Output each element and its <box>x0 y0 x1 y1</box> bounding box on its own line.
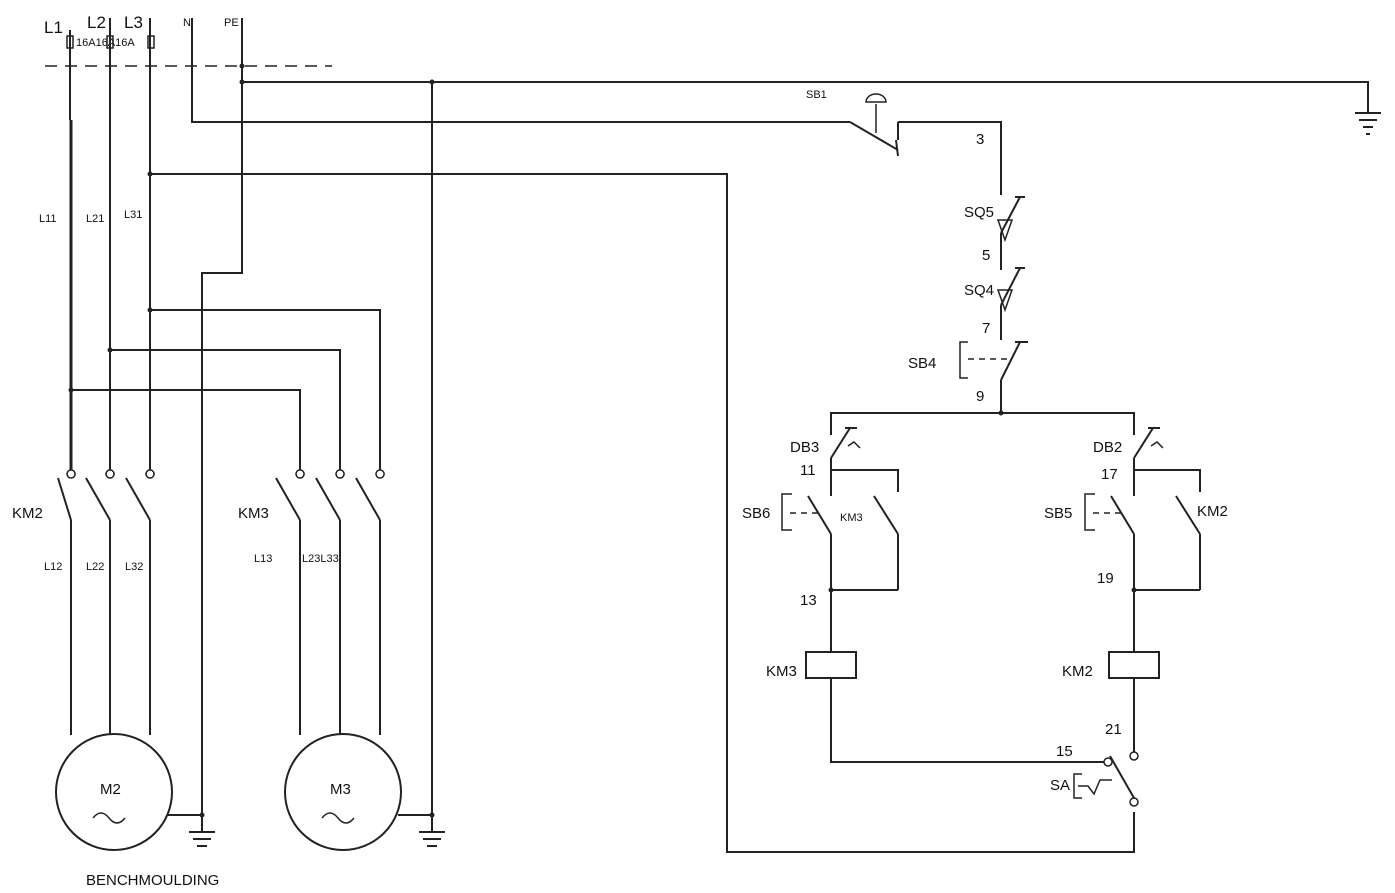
node-5: 5 <box>982 247 990 264</box>
sb5-start-button <box>1084 493 1135 535</box>
label-l31: L31 <box>124 209 142 221</box>
node-15: 15 <box>1056 743 1073 760</box>
label-l22: L22 <box>86 561 104 573</box>
km2-main-contacts <box>57 469 155 735</box>
label-l13: L13 <box>254 553 272 565</box>
motor-m3 <box>284 733 402 851</box>
caption-benchmoulding: BENCHMOULDING <box>86 872 219 889</box>
km3-coil <box>805 651 857 679</box>
junctions <box>68 63 1137 818</box>
label-l32: L32 <box>125 561 143 573</box>
km3-main-contacts <box>275 469 385 735</box>
node-13: 13 <box>800 592 817 609</box>
label-km2-aux: KM2 <box>1197 503 1228 520</box>
label-l12: L12 <box>44 561 62 573</box>
sb6-start-button <box>781 493 832 535</box>
node-3: 3 <box>976 131 984 148</box>
db2-contact <box>1133 427 1164 459</box>
label-km2-main: KM2 <box>12 505 43 522</box>
sa-selector-switch <box>1073 751 1139 807</box>
node-7: 7 <box>982 320 990 337</box>
km2-aux-contact <box>1175 495 1201 590</box>
sq4-limit-switch <box>996 267 1025 320</box>
label-sb1: SB1 <box>806 89 827 101</box>
feeder-km3-l3 <box>150 309 381 470</box>
node-19: 19 <box>1097 570 1114 587</box>
control-line-node15 <box>830 678 1104 763</box>
db3-contact <box>830 427 861 459</box>
motor-m2-label: M2 <box>100 781 121 798</box>
motor-m2 <box>55 733 173 851</box>
node-21: 21 <box>1105 721 1122 738</box>
pe-bus <box>242 81 1369 113</box>
sb4-stop-button <box>959 341 1028 381</box>
label-sb5: SB5 <box>1044 505 1072 522</box>
label-km2-coil: KM2 <box>1062 663 1093 680</box>
label-km3-main: KM3 <box>238 505 269 522</box>
label-l3: L3 <box>124 13 143 32</box>
node-11: 11 <box>800 462 816 479</box>
feeder-km3-l1 <box>71 389 301 470</box>
label-l2: L2 <box>87 13 106 32</box>
label-km3-aux: KM3 <box>840 512 863 524</box>
ground-symbol-m3 <box>398 814 445 847</box>
sq5-limit-switch <box>996 196 1025 245</box>
label-sa: SA <box>1050 777 1070 794</box>
km3-aux-feed <box>831 469 899 492</box>
feeder-km3-l2 <box>110 349 341 470</box>
label-l11: L11 <box>39 213 57 225</box>
label-db2: DB2 <box>1093 439 1122 456</box>
fuse-rating: 16A16A16A <box>76 37 135 49</box>
label-l21: L21 <box>86 213 104 225</box>
label-sb6: SB6 <box>742 505 770 522</box>
label-sq5: SQ5 <box>964 204 994 221</box>
control-branch-split <box>830 412 1135 435</box>
bus-l1 <box>69 30 73 470</box>
motor-m3-label: M3 <box>330 781 351 798</box>
ground-symbol-main <box>1355 112 1381 135</box>
label-n: N <box>183 17 191 29</box>
label-sq4: SQ4 <box>964 282 994 299</box>
control-supply-l3 <box>150 173 1135 853</box>
ground-symbol-m2 <box>168 814 215 847</box>
label-km3-coil: KM3 <box>766 663 797 680</box>
node-17: 17 <box>1101 466 1118 483</box>
neutral-conductor <box>191 18 850 123</box>
label-pe: PE <box>224 17 239 29</box>
pe-conductor <box>201 18 243 815</box>
node-9: 9 <box>976 388 984 405</box>
label-l1: L1 <box>44 18 63 37</box>
label-db3: DB3 <box>790 439 819 456</box>
km2-coil <box>1108 651 1160 679</box>
sb1-emergency-stop <box>849 93 899 157</box>
control-line-node3 <box>898 121 1002 195</box>
label-l23l33: L23L33 <box>302 553 339 565</box>
km2-aux-feed <box>1134 469 1201 492</box>
label-sb4: SB4 <box>908 355 936 372</box>
km3-aux-contact <box>873 495 899 590</box>
